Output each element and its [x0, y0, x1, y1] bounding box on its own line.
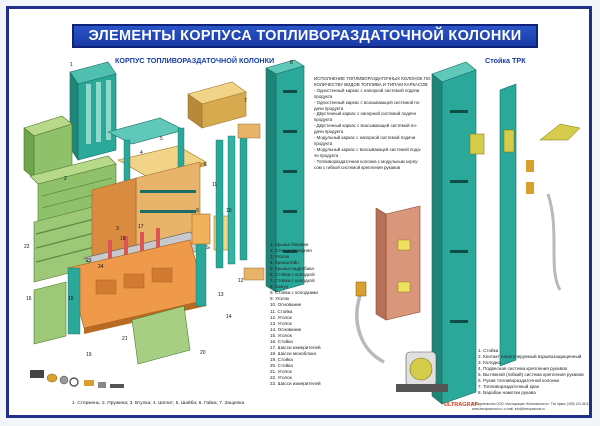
stand-right: [431, 61, 517, 405]
parts-list-item: 1. Крыша боковая: [270, 242, 309, 247]
stand-list-item: 7. Топливораздаточный кран: [478, 384, 540, 390]
execution-note-line: - Двустенный каркас с напорной системой …: [314, 111, 416, 117]
callout-15: 15: [68, 296, 74, 302]
execution-note-line: дачи продукта: [314, 129, 344, 135]
parts-list-item: 6. Стойка с колодкой: [270, 272, 315, 278]
parts-list-item: 4. Кронштейн: [270, 260, 299, 266]
parts-list: 1. Крыша боковая 2. Стенка передняя 3. У…: [270, 242, 321, 387]
execution-note-line: ИСПОЛНЕНИЕ ТОПЛИВОРАЗДАТОЧНЫХ КОЛОНОК ПО: [314, 76, 431, 81]
side-panels: [33, 281, 191, 365]
callout-23: 23: [86, 258, 92, 264]
parts-list-item: 9. Стойка с колодками: [270, 290, 318, 296]
callout-21: 21: [122, 336, 128, 342]
execution-note-line: - Двустенный каркас с всасывающей систем…: [314, 123, 418, 129]
stand-list-item: 1. Стойка: [478, 348, 499, 353]
callout-5: 5: [160, 136, 163, 142]
callout-10: 10: [226, 208, 232, 214]
callout-1: 1: [70, 62, 73, 68]
callout-12: 12: [238, 278, 244, 284]
execution-note-line: - Одностенный каркас с всасывающей систе…: [314, 99, 421, 105]
parts-list-item: 18. Шасси моноблока: [270, 350, 317, 356]
publisher-line-1: © Издательство ООО «Ассоциация «Безопасн…: [472, 402, 591, 406]
callout-19: 19: [86, 352, 92, 358]
parts-list-item: 19. Стойка: [270, 356, 293, 362]
parts-list-item: 16. Стойка: [270, 338, 293, 344]
hose-assembly: [355, 123, 581, 392]
execution-notes: ИСПОЛНЕНИЕ ТОПЛИВОРАЗДАТОЧНЫХ КОЛОНОК ПО…: [314, 76, 430, 171]
parts-list-item: 9. Уголок: [270, 296, 290, 302]
fasteners-caption: 1. Стержень; 2. Пружина; 3. Втулка; 4. Ш…: [72, 401, 245, 406]
execution-note-line: дачи продукта: [314, 105, 344, 111]
execution-note-line: продукта: [314, 140, 333, 146]
parts-list-item: 12. Уголок: [270, 314, 292, 320]
stand-list-item: 8. Барабан намотки рукава: [478, 390, 536, 396]
stand-list-item: 4. Подвесная система крепления рукавов: [478, 366, 567, 372]
callout-14: 14: [226, 314, 232, 320]
parts-list-item: 13. Уголок: [270, 320, 292, 326]
side-cover-box: [23, 115, 73, 179]
callout-2: 2: [64, 176, 67, 182]
callout-17: 17: [138, 224, 144, 230]
callout-9: 9: [196, 208, 199, 214]
execution-note-line: - Модульный каркас с напорной системой п…: [314, 135, 416, 141]
brand-logo: ULTRAGRAF: [444, 402, 478, 408]
parts-list-item: 17. Шасси измерителей: [270, 344, 321, 350]
poster-title: ЭЛЕМЕНТЫ КОРПУСА ТОПЛИВОРАЗДАТОЧНОЙ КОЛО…: [72, 24, 538, 48]
callout-18: 18: [120, 236, 126, 242]
stand-list-item: 2. Контакт нерегулируемый взрывозащищенн…: [478, 354, 582, 360]
publisher-line-2: www.bezopasnost.ru • e-mail: info@bezopa…: [472, 407, 545, 411]
parts-list-item: 2. Стенка передняя: [270, 248, 312, 254]
stand-list-item: 3. Колодка: [478, 360, 501, 366]
left-subtitle: КОРПУС ТОПЛИВОРАЗДАТОЧНОЙ КОЛОНКИ: [115, 56, 275, 65]
execution-note-line: продукта: [314, 93, 333, 99]
parts-list-item: 15. Уголок: [270, 332, 292, 338]
bracket: [375, 205, 421, 321]
callout-11: 11: [212, 182, 217, 188]
right-subtitle: Стойка ТРК: [485, 56, 526, 65]
columns: [215, 123, 265, 281]
callout-labels: 1 2 3 4 5 6 7 8 9 10 11 12 13 14 15 16 1…: [24, 60, 293, 358]
tall-stand-left: [265, 59, 305, 293]
parts-list-item: 14. Основание: [270, 326, 302, 332]
fasteners: [30, 370, 124, 388]
parts-list-item: 3. Уголок: [270, 254, 290, 260]
callout-16: 16: [26, 296, 32, 302]
execution-note-line: КОЛИЧЕСТВУ ВИДОВ ТОПЛИВА И ТИПАМ КАРКАСО…: [314, 81, 429, 87]
execution-note-line: продукта: [314, 117, 333, 123]
parts-list-item: 8. Кожух: [270, 284, 289, 290]
callout-20: 20: [200, 350, 206, 356]
execution-note-line: - Модульный каркас с всасывающей системо…: [314, 146, 422, 152]
callout-6: 6: [204, 162, 207, 168]
stand-list-item: 6. Рукав топливораздаточной колонки: [478, 378, 560, 384]
stand-parts-list: 1. Стойка 2. Контакт нерегулируемый взры…: [478, 348, 584, 396]
parts-list-item: 21. Уголок: [270, 368, 292, 374]
callout-4: 4: [140, 150, 143, 156]
execution-note-line: сом с гибкой системой крепления рукавов: [314, 164, 401, 170]
parts-list-item: 23. Шасси измерителей: [270, 381, 321, 387]
callout-8: 8: [290, 60, 293, 66]
callout-24: 24: [98, 264, 104, 270]
callout-22: 22: [24, 244, 30, 250]
parts-list-item: 20. Стойка: [270, 362, 293, 368]
callout-3: 3: [116, 226, 119, 232]
callout-7: 7: [244, 98, 247, 104]
top-frame-part: [69, 61, 117, 161]
execution-note-line: - Топливораздаточная колонка с модульным…: [314, 158, 419, 164]
parts-list-item: 22. Уголок: [270, 375, 292, 381]
parts-list-item: 11. Стойка: [270, 308, 293, 314]
parts-list-item: 7. Стойка с колодкой: [270, 278, 315, 284]
execution-note-line: - Одностенный каркас с напорной системой…: [314, 87, 420, 93]
parts-list-item: 5. Крыша надробака: [270, 266, 314, 272]
callout-13: 13: [218, 292, 224, 298]
execution-note-line: чи продукта: [314, 152, 339, 158]
parts-list-item: 10. Основание: [270, 302, 302, 308]
stand-list-item: 5. Вытяжной (гибкий) система крепления р…: [478, 372, 584, 378]
